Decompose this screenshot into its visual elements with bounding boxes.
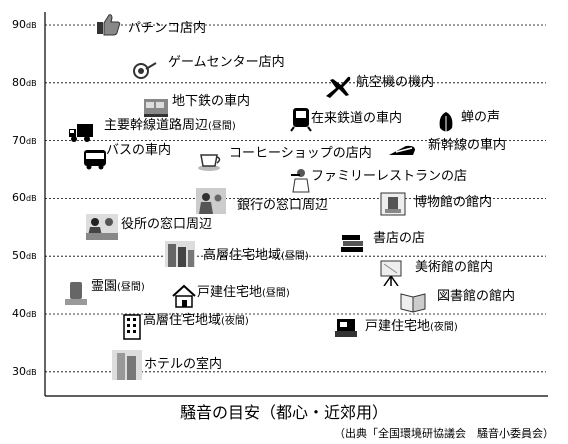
coffee-cup-icon — [197, 147, 223, 171]
books-icon — [339, 231, 365, 257]
point-label-text: 蝉の声 — [461, 110, 501, 125]
hotel-icon — [112, 350, 142, 380]
office-counter-icon — [86, 214, 118, 240]
point-label: 在来鉄道の車内 — [311, 111, 402, 127]
point-label: 蝉の声 — [461, 110, 500, 126]
point-label-text: 博物館の館内 — [414, 195, 493, 210]
point-label: 戸建住宅地(昼間) — [197, 285, 290, 302]
point-label: ファミリーレストランの店 — [311, 169, 467, 185]
point-label-text: ホテルの室内 — [144, 357, 223, 372]
bus-icon — [82, 146, 108, 170]
truck-icon — [68, 119, 96, 143]
point-label-note: (昼間) — [117, 282, 145, 293]
point-label: 地下鉄の車内 — [172, 94, 250, 110]
easel-icon — [378, 260, 404, 287]
point-label: 図書館の館内 — [437, 289, 515, 305]
subway-icon — [143, 95, 169, 119]
y-tick-60: 60dB — [12, 191, 37, 205]
chart-source: （出典「全国環境研協議会 騒音小委員会） — [334, 427, 554, 440]
thumbs-up-icon — [95, 12, 121, 38]
point-label-text: 高層住宅地域 — [143, 313, 222, 328]
point-label: ホテルの室内 — [144, 357, 222, 373]
point-label-text: パチンコ店内 — [128, 21, 207, 36]
y-tick-40: 40dB — [12, 307, 37, 320]
museum-exhibit-icon — [380, 191, 406, 217]
shinkansen-icon — [388, 136, 418, 162]
y-tick-80: 80dB — [12, 75, 37, 89]
high-rise-icon — [165, 241, 195, 267]
point-label-text: 霊園 — [91, 279, 118, 294]
point-label-text: 銀行の窓口周辺 — [237, 198, 329, 213]
point-label-text: 書店の店 — [373, 231, 426, 246]
point-label: 美術館の館内 — [415, 260, 493, 276]
y-tick-70: 70dB — [12, 133, 37, 147]
point-label: 博物館の館内 — [414, 195, 492, 211]
gravestone-icon — [63, 280, 89, 306]
point-label-text: バスの車内 — [106, 143, 172, 158]
point-label-text: 航空機の機内 — [356, 75, 435, 90]
point-label-text: 戸建住宅地 — [365, 319, 431, 334]
point-label: 高層住宅地域(夜間) — [143, 313, 249, 330]
point-label-text: 主要幹線道路周辺 — [104, 118, 209, 133]
bed-icon — [333, 316, 359, 342]
game-target-icon — [132, 59, 158, 83]
point-label-text: 新幹線の車内 — [428, 138, 507, 153]
point-label-text: ファミリーレストランの店 — [311, 169, 468, 184]
bank-teller-icon — [196, 188, 226, 214]
point-label-text: 在来鉄道の車内 — [311, 111, 403, 126]
open-book-icon — [400, 288, 426, 314]
y-tick-90: 90dB — [12, 18, 37, 31]
point-label-text: 図書館の館内 — [437, 289, 516, 304]
cicada-icon — [433, 110, 459, 136]
point-label: 銀行の窓口周辺 — [237, 198, 328, 214]
waiter-icon — [288, 167, 314, 195]
point-label-text: 高層住宅地域 — [203, 248, 282, 263]
point-label-note: (夜間) — [430, 322, 458, 333]
apartment-icon — [120, 314, 144, 340]
point-label-text: 美術館の館内 — [415, 260, 494, 275]
point-label: 航空機の機内 — [356, 75, 434, 91]
point-label-text: 役所の窓口周辺 — [121, 217, 213, 232]
y-tick-50: 50dB — [12, 249, 37, 263]
point-label: 役所の窓口周辺 — [121, 217, 212, 233]
point-label-note: (昼間) — [262, 288, 290, 299]
house-icon — [171, 284, 197, 310]
point-label: 霊園(昼間) — [91, 279, 145, 296]
point-label-text: ゲームセンター店内 — [168, 55, 285, 70]
point-label: パチンコ店内 — [128, 21, 206, 37]
point-label: 書店の店 — [373, 231, 425, 247]
y-tick-30: 30dB — [12, 364, 37, 378]
point-label: 高層住宅地域(昼間) — [203, 248, 309, 265]
point-label-note: (昼間) — [281, 251, 309, 262]
train-icon — [288, 106, 314, 134]
point-label-note: (夜間) — [221, 316, 249, 327]
point-label: バスの車内 — [106, 143, 171, 159]
chart-title: 騒音の目安（都心・近郊用） — [179, 403, 388, 422]
point-label: コーヒーショップの店内 — [229, 146, 372, 162]
point-label-text: コーヒーショップの店内 — [229, 146, 372, 161]
airplane-icon — [324, 74, 352, 100]
point-label-note: (昼間) — [208, 121, 236, 132]
point-label: 新幹線の車内 — [428, 138, 506, 154]
point-label: ゲームセンター店内 — [168, 55, 285, 71]
point-label-text: 地下鉄の車内 — [172, 94, 251, 109]
point-label: 主要幹線道路周辺(昼間) — [104, 118, 236, 135]
point-label: 戸建住宅地(夜間) — [365, 319, 458, 336]
point-label-text: 戸建住宅地 — [197, 285, 263, 300]
